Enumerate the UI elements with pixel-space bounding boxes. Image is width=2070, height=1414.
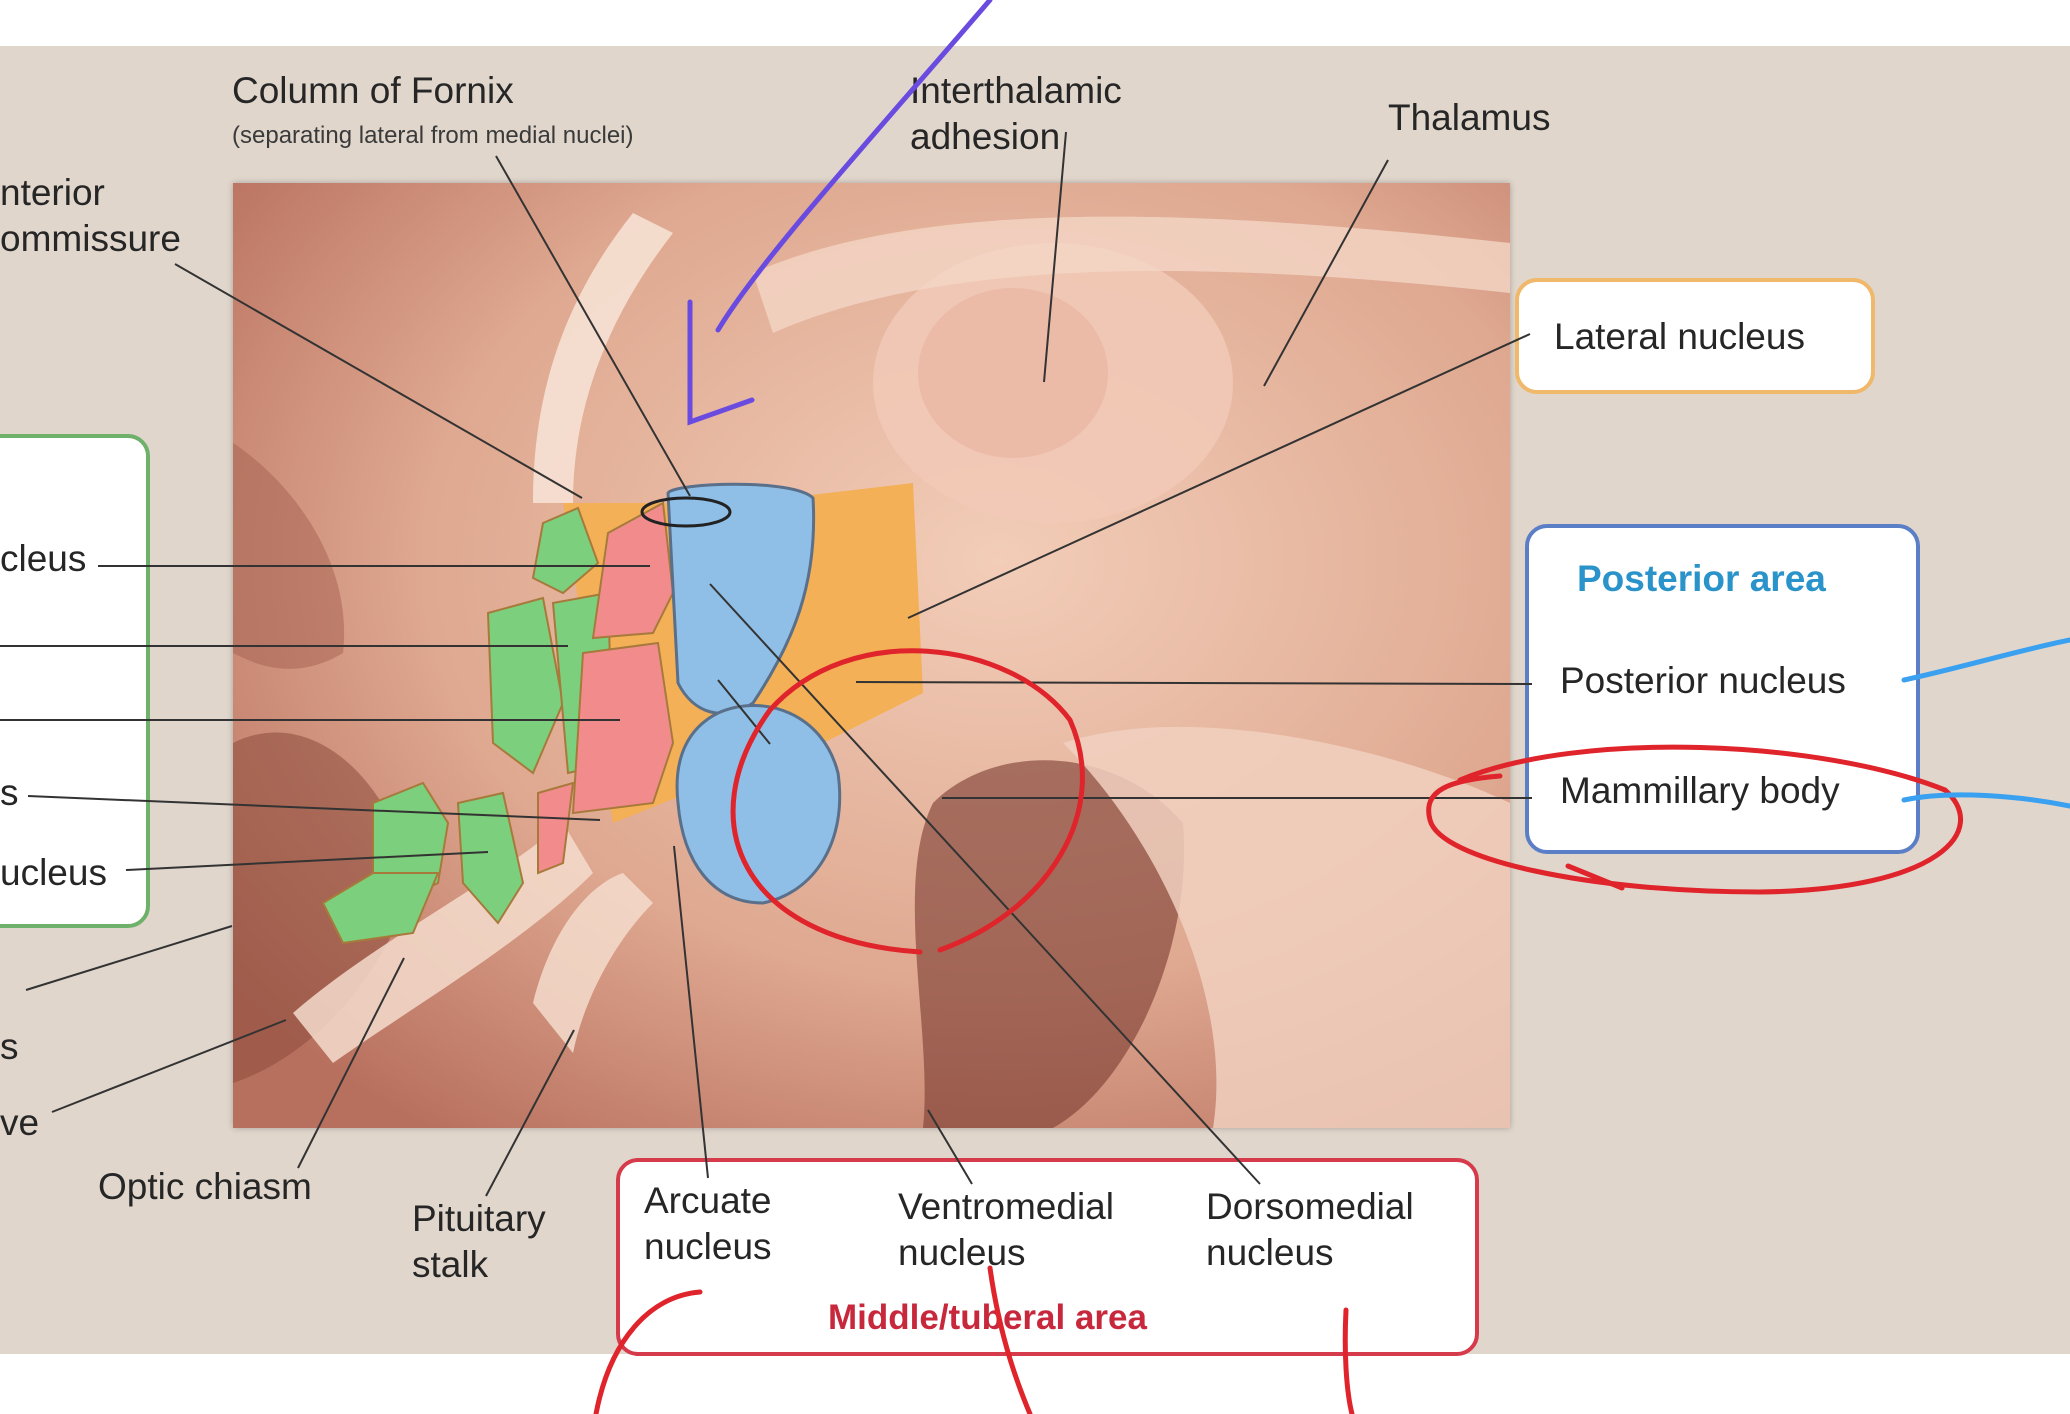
posterior-area-heading: Posterior area xyxy=(1577,558,1826,599)
interthalamic-adhesion-label: Interthalamic adhesion xyxy=(910,70,1122,157)
lateral-nucleus-label: Lateral nucleus xyxy=(1554,316,1805,357)
photo-illustration xyxy=(233,183,1510,1128)
left-s-label: s xyxy=(0,772,19,813)
hypothalamus-photo xyxy=(233,183,1510,1128)
thalamus-label: Thalamus xyxy=(1388,97,1551,138)
arcuate-nucleus-label: Arcuate nucleus xyxy=(644,1180,772,1267)
pituitary-stalk-label: Pituitary stalk xyxy=(412,1198,546,1285)
left-ve-label: ve xyxy=(0,1102,40,1143)
column-of-fornix-note: (separating lateral from medial nuclei) xyxy=(232,122,634,149)
left-nucleus-label-1: cleus xyxy=(0,538,87,579)
dorsomedial-nucleus-label: Dorsomedial nucleus xyxy=(1206,1186,1414,1273)
left-nucleus-label-2: ucleus xyxy=(0,852,107,893)
middle-tuberal-area-heading: Middle/tuberal area xyxy=(828,1298,1147,1337)
left-s-label-2: s xyxy=(0,1026,19,1067)
middle-tuberal-area-box xyxy=(616,1158,1479,1356)
mammillary-body-label: Mammillary body xyxy=(1560,770,1840,811)
posterior-nucleus-label: Posterior nucleus xyxy=(1560,660,1846,701)
ventromedial-nucleus-label: Ventromedial nucleus xyxy=(898,1186,1114,1273)
optic-chiasm-label: Optic chiasm xyxy=(98,1166,312,1207)
column-of-fornix-label: Column of Fornix xyxy=(232,70,514,111)
lateral-nucleus-box xyxy=(1515,278,1875,394)
anterior-commissure-label: nterior ommissure xyxy=(0,172,181,259)
